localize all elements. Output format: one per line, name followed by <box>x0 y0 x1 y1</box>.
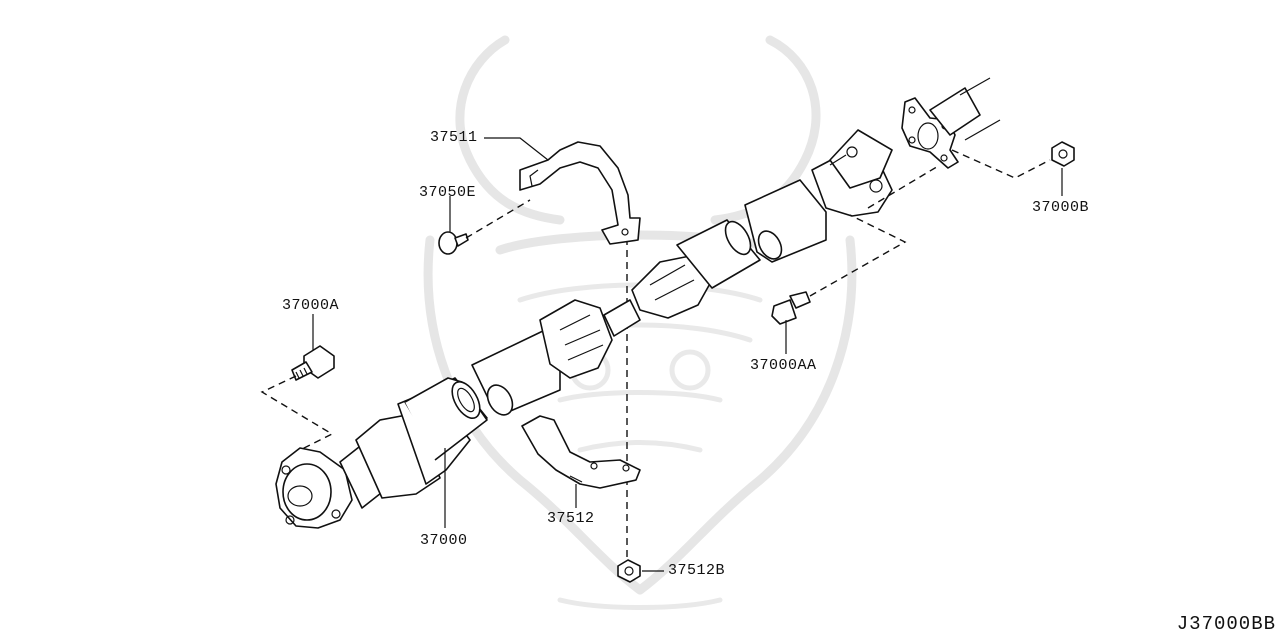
nut-37512B <box>617 559 641 583</box>
dash-37000B <box>951 149 1051 179</box>
label-37000AA: 37000AA <box>750 357 817 374</box>
label-37512: 37512 <box>547 510 595 527</box>
rear-flange <box>901 77 1001 169</box>
rear-tube <box>676 179 827 289</box>
dash-37000AA <box>809 214 907 297</box>
bolt-37000A <box>291 345 335 381</box>
label-37050E: 37050E <box>419 184 477 201</box>
rear-u-joint <box>811 129 893 217</box>
diagram-code: J37000BB <box>1176 613 1276 635</box>
dash-flange <box>867 164 941 209</box>
label-37000: 37000 <box>420 532 468 549</box>
label-37511: 37511 <box>430 129 478 146</box>
label-37512B: 37512B <box>668 562 726 579</box>
dash-37000A <box>260 375 334 451</box>
front-flange <box>275 447 353 529</box>
lower-bracket <box>521 415 641 489</box>
watermark-logo <box>423 35 857 610</box>
upper-bracket <box>519 141 641 245</box>
leader-37511 <box>484 137 549 161</box>
dash-37050E <box>465 199 531 239</box>
label-37000A: 37000A <box>282 297 340 314</box>
plug-37050E <box>438 231 469 255</box>
label-37000B: 37000B <box>1032 199 1090 216</box>
bolt-37000AA <box>771 291 811 325</box>
middle-tube <box>471 329 561 416</box>
rear-boot <box>631 254 713 319</box>
front-tube <box>404 377 488 461</box>
nut-37000B <box>1051 141 1075 167</box>
center-boot <box>539 299 641 379</box>
